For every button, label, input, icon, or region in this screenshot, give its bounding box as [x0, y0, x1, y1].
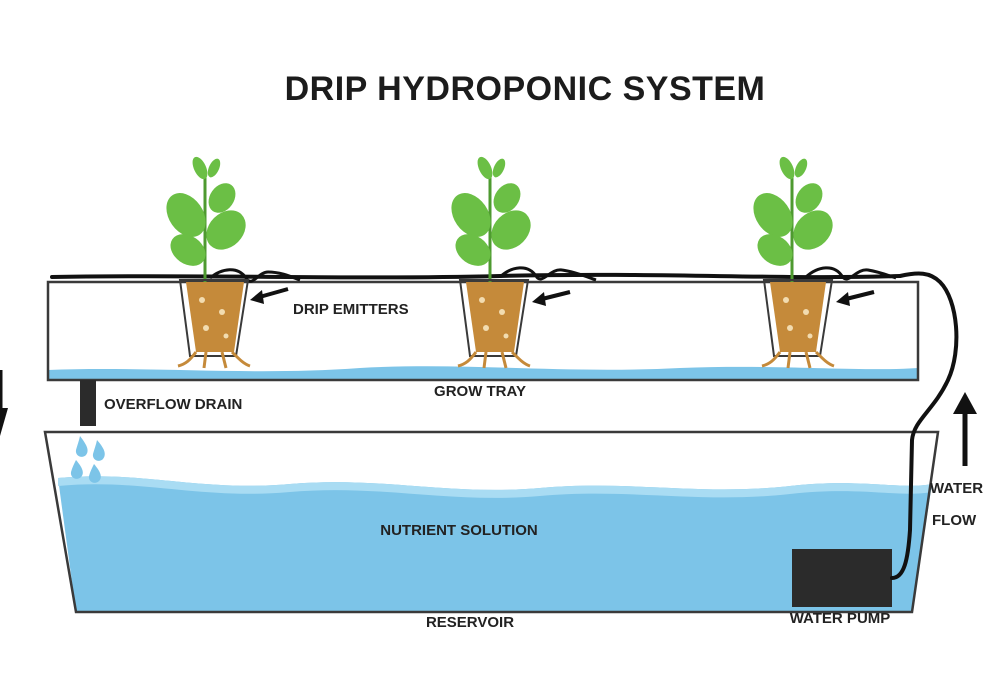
reservoir — [43, 430, 940, 614]
grow-tray-label: GROW TRAY — [434, 383, 526, 400]
water-flow-label-line2: FLOW — [932, 512, 977, 529]
net-pot-icon — [457, 279, 531, 369]
drip-emitters-label: DRIP EMITTERS — [293, 301, 409, 318]
plant-icon — [753, 156, 833, 290]
reservoir-label: RESERVOIR — [425, 614, 515, 631]
arrow-icon — [250, 287, 289, 304]
plant-icon — [166, 156, 246, 290]
diagram-title: DRIP HYDROPONIC SYSTEM — [284, 70, 766, 108]
water-drop-icon — [75, 436, 88, 457]
pump-icon — [792, 549, 892, 607]
emitter-tube — [498, 266, 597, 282]
grow-tray-water — [48, 366, 918, 380]
net-pot-icon — [177, 279, 251, 369]
supply-tube — [890, 271, 959, 580]
water-flow-label-line1: WATER — [930, 480, 984, 497]
water-pump-label: WATER PUMP — [789, 610, 891, 627]
reservoir-outline — [43, 430, 940, 614]
overflow-drain-pipe — [80, 380, 96, 426]
net-pot-icon — [761, 279, 835, 369]
nutrient-solution-label: NUTRIENT SOLUTION — [380, 522, 538, 539]
overflow-drain — [70, 380, 105, 483]
left-edge-arrow-icon — [0, 370, 8, 436]
water-drop-icon — [70, 460, 83, 479]
arrow-icon — [836, 290, 875, 306]
drip-line — [50, 272, 902, 280]
overflow-drain-label: OVERFLOW DRAIN — [104, 396, 243, 413]
water-flow-arrow-icon — [953, 392, 977, 466]
emitter-tube — [209, 268, 301, 283]
emitter-tube — [804, 266, 897, 281]
nutrient-solution-water — [58, 476, 932, 612]
arrow-icon — [532, 290, 571, 306]
water-drop-icon — [92, 440, 105, 461]
water-surface-highlight — [58, 476, 932, 498]
water-drop-icon — [88, 464, 101, 483]
plant-icon — [451, 156, 531, 290]
